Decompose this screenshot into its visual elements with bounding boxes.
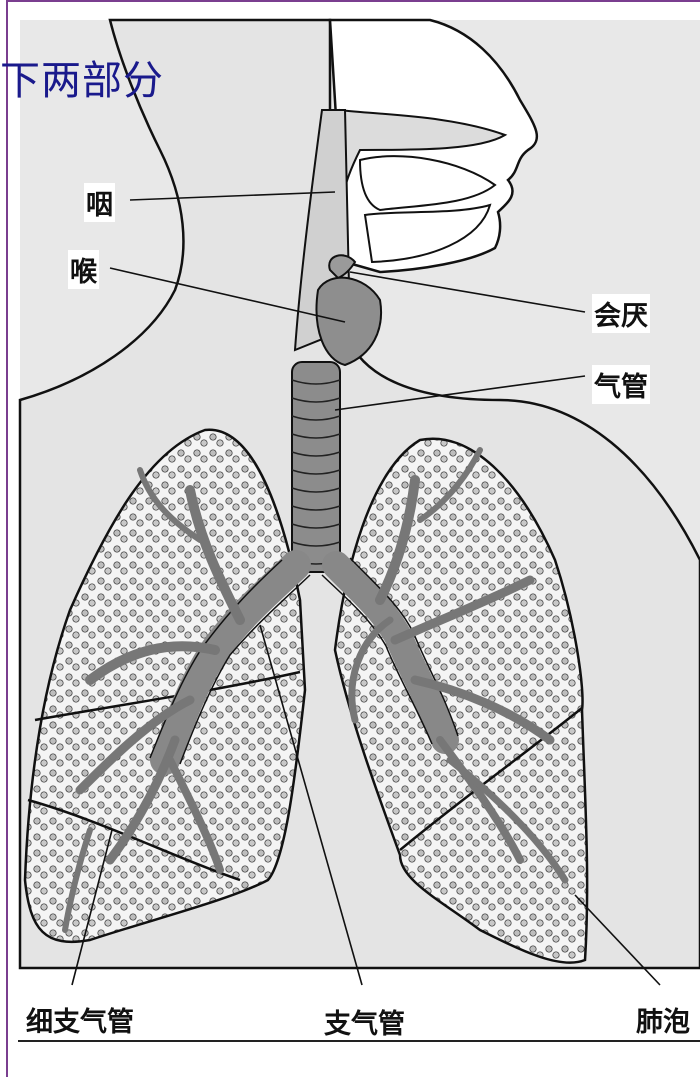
label-trachea: 气管 <box>592 365 650 404</box>
label-alveoli: 肺泡 <box>634 1000 692 1039</box>
label-bronchus: 支气管 <box>322 1002 407 1041</box>
trachea-shape <box>292 362 340 572</box>
label-bronchiole: 细支气管 <box>24 1000 136 1039</box>
label-pharynx: 咽 <box>84 183 115 222</box>
slide-heading: 下两部分 <box>0 48 164 106</box>
bottom-rule <box>18 1040 700 1042</box>
label-larynx: 喉 <box>68 250 99 289</box>
label-epiglottis: 会厌 <box>592 294 650 333</box>
slide-frame-top <box>6 0 700 2</box>
slide-frame-left <box>6 0 8 1077</box>
